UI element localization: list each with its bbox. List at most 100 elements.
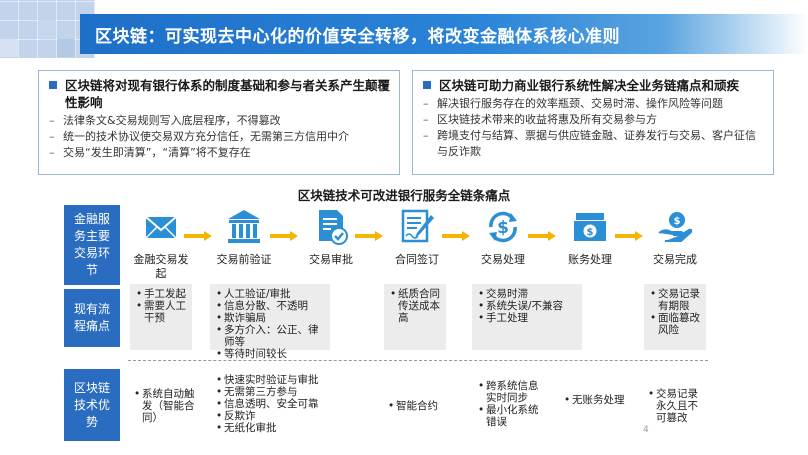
step-verify: 交易前验证 — [214, 207, 274, 267]
arrow-right-icon — [270, 226, 298, 241]
dash-icon: – — [423, 129, 429, 142]
svg-text:$: $ — [587, 227, 594, 238]
bullet-dot-icon: • — [136, 300, 143, 312]
list-item-text: 信息分散、不透明 — [224, 300, 308, 312]
advantage-verify: •快速实时验证与审批 •无需第三方参与 •信息透明、安全可靠 •反欺诈 •无纸化… — [216, 374, 336, 434]
list-item-text: 最小化系统错误 — [486, 404, 539, 428]
list-item: –区块链技术带来的收益将惠及所有交易参与方 — [423, 112, 765, 128]
step-label: 交易处理 — [481, 253, 525, 266]
list-item-text: 智能合约 — [396, 400, 438, 412]
pain-box-initiate: •手工发起 •需要人工干预 — [130, 284, 192, 350]
square-bullet-icon — [423, 81, 431, 89]
list-item: •快速实时验证与审批 — [216, 374, 336, 386]
list-item: •无纸化审批 — [216, 422, 336, 434]
list-item-text: 无纸化审批 — [224, 422, 277, 434]
header-square-decoration — [0, 39, 18, 57]
advantage-accounting: •无账务处理 — [564, 394, 630, 406]
list-item: •手工发起 — [136, 288, 188, 300]
bullet-dot-icon: • — [216, 348, 223, 360]
step-label: 交易前验证 — [216, 253, 272, 266]
step-label: 合同签订 — [395, 253, 439, 266]
arrow-right-icon — [184, 226, 212, 241]
left-box-title: 区块链将对现有银行体系的制度基础和参与者关系产生颠覆性影响 — [65, 78, 391, 110]
list-item-text: 欺诈骗局 — [224, 312, 266, 324]
step-label: 交易审批 — [309, 253, 353, 266]
square-bullet-icon — [49, 81, 57, 89]
bullet-dot-icon: • — [216, 410, 223, 422]
row-label-advantage: 区块链技术优势 — [64, 369, 120, 441]
list-item-text: 交易记录有期限 — [658, 288, 700, 312]
page-number: 4 — [643, 425, 649, 435]
list-item: •系统失误/不兼容 — [478, 300, 578, 312]
arrow-right-icon — [615, 226, 643, 241]
list-item: •最小化系统错误 — [478, 404, 546, 428]
left-info-box: 区块链将对现有银行体系的制度基础和参与者关系产生颠覆性影响 –法律条文&交易规则… — [38, 70, 400, 175]
right-info-box: 区块链可助力商业银行系统性解决全业务链痛点和顽疾 –解决银行服务存在的效率瓶颈、… — [412, 70, 774, 175]
list-item: –跨境支付与结算、票据与供应链金融、证券发行与交易、客户征信与反诈欺 — [423, 128, 765, 160]
dash-icon: – — [49, 146, 55, 159]
cash-bill-icon: $ — [570, 207, 610, 247]
list-item: •反欺诈 — [216, 410, 336, 422]
list-item: •多方介入：公正、律师等 — [216, 324, 326, 348]
list-item: •交易记录永久且不可篡改 — [648, 388, 708, 424]
dash-icon: – — [423, 113, 429, 126]
bullet-dot-icon: • — [388, 400, 395, 412]
pain-box-verify: •人工验证/审批 •信息分散、不透明 •欺诈骗局 •多方介入：公正、律师等 •等… — [210, 284, 330, 360]
advantage-contract: •智能合约 — [388, 400, 458, 412]
list-item-text: 纸质合同传送成本高 — [398, 288, 440, 324]
list-item-text: 无需第三方参与 — [224, 386, 298, 398]
list-item-text: 区块链技术带来的收益将惠及所有交易参与方 — [437, 113, 657, 126]
header-square-decoration — [38, 20, 56, 38]
list-item: •手工处理 — [478, 312, 578, 324]
advantage-process: •跨系统信息实时同步 •最小化系统错误 — [478, 380, 546, 428]
list-item-text: 交易“发生即清算”，“清算”将不复存在 — [63, 146, 251, 159]
bullet-dot-icon: • — [650, 312, 657, 324]
envelope-icon — [141, 207, 181, 247]
list-item: •信息透明、安全可靠 — [216, 398, 336, 410]
bullet-dot-icon: • — [216, 422, 223, 434]
step-accounting: $ 账务处理 — [560, 207, 620, 267]
step-label: 金融交易发起 — [133, 253, 189, 280]
right-box-title: 区块链可助力商业银行系统性解决全业务链痛点和顽疾 — [439, 78, 740, 93]
bullet-dot-icon: • — [216, 398, 223, 410]
slide-header: 区块链：可实现去中心化的价值安全转移，将改变金融体系核心准则 — [0, 0, 808, 58]
bullet-dot-icon: • — [564, 394, 571, 406]
left-box-heading: 区块链将对现有银行体系的制度基础和参与者关系产生颠覆性影响 — [49, 77, 391, 111]
dash-icon: – — [49, 114, 55, 127]
step-process: $ 交易处理 — [473, 207, 533, 267]
list-item-text: 系统失误/不兼容 — [486, 300, 564, 312]
step-contract: 合同签订 — [387, 207, 447, 267]
bullet-dot-icon: • — [134, 388, 141, 400]
bullet-dot-icon: • — [216, 300, 223, 312]
bullet-dot-icon: • — [390, 288, 397, 300]
list-item: –统一的技术协议使交易双方充分信任，无需第三方信用中介 — [49, 129, 391, 145]
list-item: •人工验证/审批 — [216, 288, 326, 300]
list-item-text: 多方介入：公正、律师等 — [224, 324, 319, 348]
header-square-decoration — [57, 39, 75, 57]
row-label-pain: 现有流程痛点 — [64, 289, 120, 347]
list-item: •欺诈骗局 — [216, 312, 326, 324]
bullet-dot-icon: • — [216, 386, 223, 398]
list-item-text: 统一的技术协议使交易双方充分信任，无需第三方信用中介 — [63, 130, 349, 143]
pain-box-contract: •纸质合同传送成本高 — [384, 284, 446, 350]
list-item-text: 反欺诈 — [224, 410, 256, 422]
step-complete: $ 交易完成 — [645, 207, 705, 267]
bullet-dot-icon: • — [216, 324, 223, 336]
list-item-text: 人工验证/审批 — [224, 288, 291, 300]
list-item: •信息分散、不透明 — [216, 300, 326, 312]
list-item-text: 面临篡改风险 — [658, 312, 700, 336]
list-item: –法律条文&交易规则写入底层程序，不得篡改 — [49, 113, 391, 129]
document-check-icon — [311, 207, 351, 247]
list-item: •需要人工干预 — [136, 300, 188, 324]
arrow-right-icon — [355, 226, 383, 241]
dollar-cycle-icon: $ — [483, 207, 523, 247]
divider — [128, 360, 708, 361]
list-item: •交易时滞 — [478, 288, 578, 300]
list-item-text: 信息透明、安全可靠 — [224, 398, 319, 410]
list-item-text: 快速实时验证与审批 — [224, 374, 319, 386]
arrow-right-icon — [442, 226, 470, 241]
list-item: •交易记录有期限 — [650, 288, 702, 312]
left-box-list: –法律条文&交易规则写入底层程序，不得篡改 –统一的技术协议使交易双方充分信任，… — [49, 113, 391, 161]
list-item-text: 系统自动触发（智能合同） — [142, 388, 195, 424]
list-item-text: 解决银行服务存在的效率瓶颈、交易时滞、操作风险等问题 — [437, 97, 723, 110]
